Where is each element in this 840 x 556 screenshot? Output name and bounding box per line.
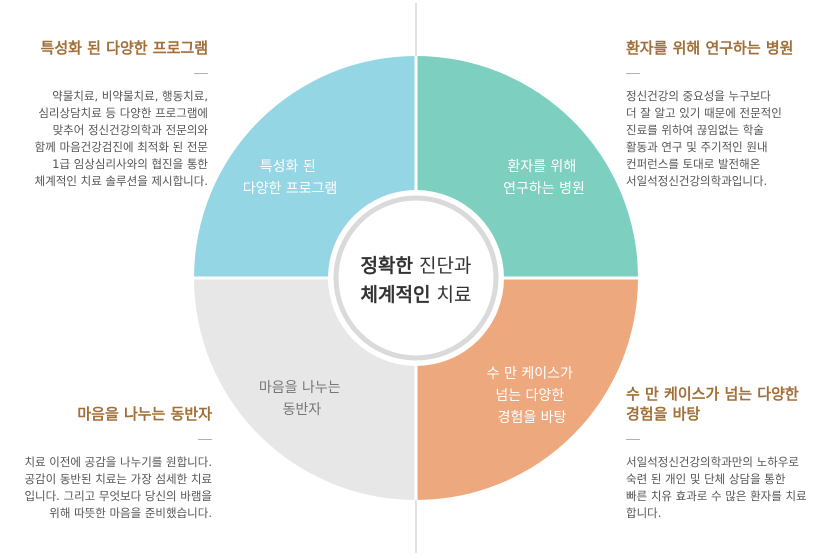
block-top-left-desc: 약물치료, 비약물치료, 행동치료, 심리상담치료 등 다양한 프로그램에 맞추… (34, 89, 208, 188)
quadrant-top-right-label: 환자를 위해 연구하는 병원 (503, 159, 585, 197)
block-bottom-right-title: 수 만 케이스가 넘는 다양한 경험을 바탕 (626, 385, 799, 423)
block-top-right-rule (626, 73, 640, 74)
block-top-left-title: 특성화 된 다양한 프로그램 (40, 39, 208, 57)
block-top-right: 환자를 위해 연구하는 병원 정신건강의 중요성을 누구보다 더 잘 알고 있기… (626, 38, 840, 190)
center-text-line2: 체계적인 치료 (361, 284, 472, 306)
block-bottom-right: 수 만 케이스가 넘는 다양한 경험을 바탕 서일석정신건강의학과만의 노하우로… (626, 384, 836, 522)
block-bottom-right-rule (626, 439, 640, 440)
block-bottom-left-title: 마음을 나누는 동반자 (77, 405, 212, 423)
quadrant-bottom-left-label: 마음을 나누는 동반자 (259, 380, 345, 418)
block-bottom-left-desc: 치료 이전에 공감을 나누기를 원합니다. 공감이 동반된 치료는 가장 섬세한… (24, 455, 212, 520)
block-bottom-left-rule (198, 439, 212, 440)
center-text-line1: 정확한 진단과 (361, 254, 472, 277)
block-top-right-title: 환자를 위해 연구하는 병원 (626, 39, 794, 57)
block-bottom-right-desc: 서일석정신건강의학과만의 노하우로 숙련 된 개인 및 단체 상담을 통한 빠른… (626, 455, 807, 520)
quadrant-bottom-right-label: 수 만 케이스가 넘는 다양한 경험을 바탕 (487, 366, 578, 426)
block-top-right-desc: 정신건강의 중요성을 누구보다 더 잘 알고 있기 때문에 전문적인 진료를 위… (626, 89, 782, 188)
block-top-left: 특성화 된 다양한 프로그램 약물치료, 비약물치료, 행동치료, 심리상담치료… (0, 38, 208, 190)
center-circle-border (333, 195, 499, 361)
quadrant-top-left-label: 특성화 된 다양한 프로그램 (243, 159, 338, 197)
block-bottom-left: 마음을 나누는 동반자 치료 이전에 공감을 나누기를 원합니다. 공감이 동반… (0, 404, 212, 522)
block-top-left-rule (194, 73, 208, 74)
